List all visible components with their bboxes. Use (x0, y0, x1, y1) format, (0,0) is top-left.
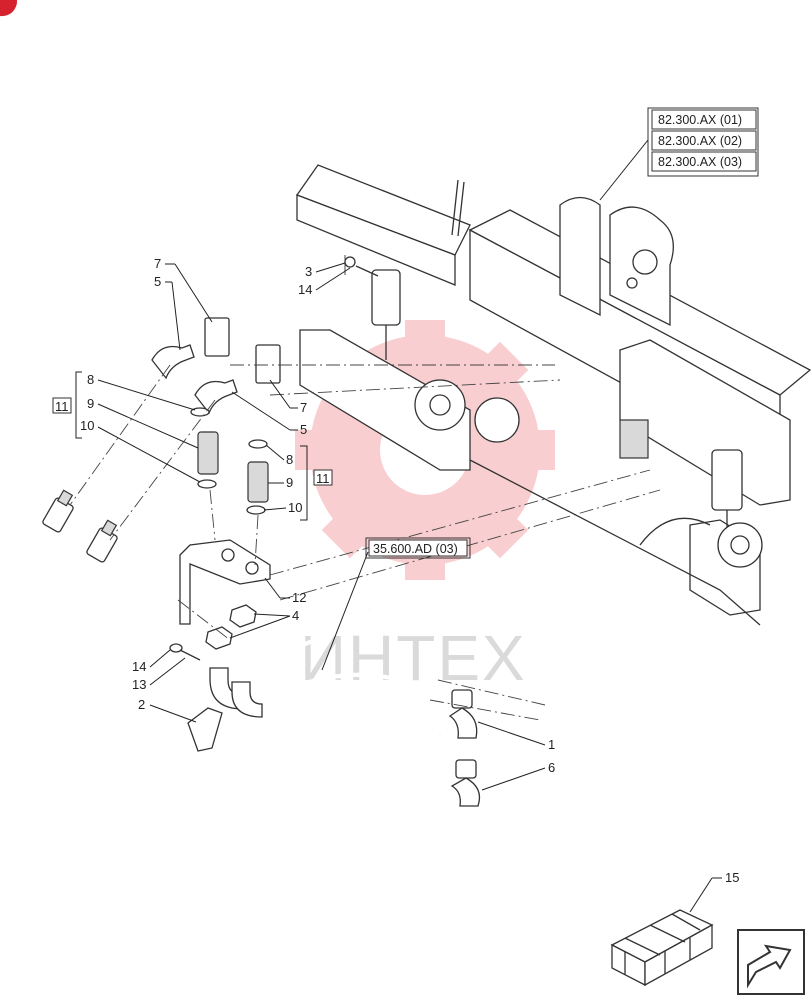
callout-9b: 9 (286, 475, 293, 490)
callout-14b: 14 (132, 659, 146, 674)
reference-35-600-ad[interactable]: 35.600.AD (03) (321, 537, 471, 671)
group-11-right: 11 (300, 445, 333, 521)
callout-14a: 14 (298, 282, 312, 297)
callouts: 7 5 3 14 8 9 10 7 5 8 9 10 12 4 14 13 2 (80, 256, 739, 913)
callout-6: 6 (548, 760, 555, 775)
callout-2: 2 (138, 697, 145, 712)
callout-5b: 5 (300, 422, 307, 437)
next-page-button[interactable] (737, 929, 805, 995)
callout-5a: 5 (154, 274, 161, 289)
package-box-icon (610, 909, 714, 987)
callout-13: 13 (132, 677, 146, 692)
ref-box-c[interactable]: 82.300.AX (03) (658, 155, 742, 169)
reference-82-300-ax[interactable]: 82.300.AX (01) 82.300.AX (02) 82.300.AX … (599, 107, 759, 201)
callout-1: 1 (548, 737, 555, 752)
callout-8a: 8 (87, 372, 94, 387)
group-11-left: 11 (52, 371, 82, 439)
callout-4: 4 (292, 608, 299, 623)
corner-badge-icon[interactable] (0, 0, 18, 17)
loader-frame (295, 164, 812, 626)
ref-box-a[interactable]: 82.300.AX (01) (658, 113, 742, 127)
callout-8b: 8 (286, 452, 293, 467)
ref-box-d[interactable]: 35.600.AD (03) (373, 542, 458, 556)
callout-7a: 7 (154, 256, 161, 271)
callout-10a: 10 (80, 418, 94, 433)
callout-10b: 10 (288, 500, 302, 515)
callout-9a: 9 (87, 396, 94, 411)
callout-15: 15 (725, 870, 739, 885)
callout-12: 12 (292, 590, 306, 605)
arrow-icon (747, 944, 792, 989)
fittings (151, 317, 281, 752)
callout-3: 3 (305, 264, 312, 279)
ref-box-b[interactable]: 82.300.AX (02) (658, 134, 742, 148)
group-label-left: 11 (55, 399, 69, 414)
callout-7b: 7 (300, 400, 307, 415)
group-label-right: 11 (316, 471, 330, 486)
hydraulic-hoses (19, 489, 481, 807)
